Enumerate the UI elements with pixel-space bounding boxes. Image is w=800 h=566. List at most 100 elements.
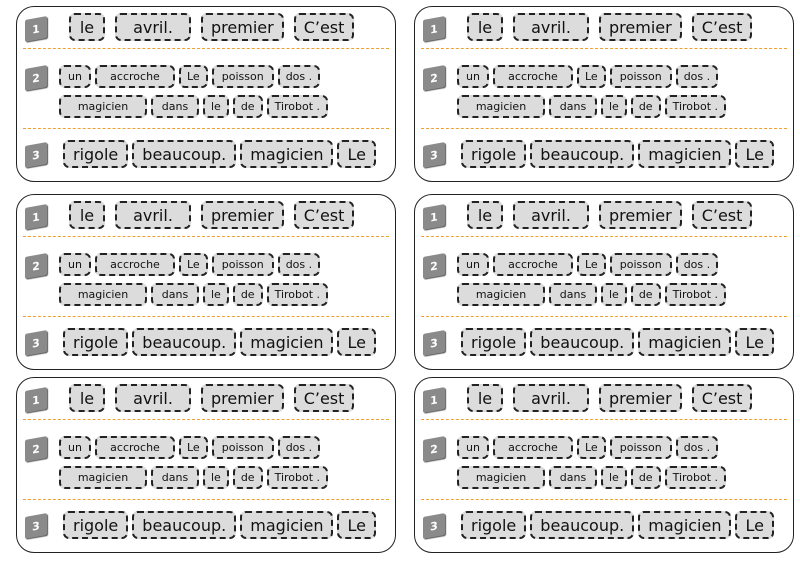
word-tile[interactable]: C’est [691, 13, 753, 41]
word-tile[interactable]: un [59, 436, 91, 459]
word-tile[interactable]: dos . [277, 65, 321, 88]
word-tile[interactable]: le [467, 201, 503, 229]
word-tile[interactable]: un [59, 253, 91, 276]
word-tile[interactable]: un [457, 253, 489, 276]
word-tile[interactable]: rigole [63, 511, 129, 539]
word-tile[interactable]: Le [577, 65, 606, 88]
word-tile[interactable]: le [203, 283, 229, 306]
word-tile[interactable]: Le [735, 511, 774, 539]
word-tile[interactable]: magicien [59, 283, 147, 306]
word-tile[interactable]: accroche [95, 253, 175, 276]
word-tile[interactable]: beaucoup. [530, 511, 635, 539]
word-tile[interactable]: C’est [691, 201, 753, 229]
word-tile[interactable]: Tirobot . [664, 95, 727, 118]
word-tile[interactable]: magicien [457, 283, 545, 306]
word-tile[interactable]: premier [599, 384, 682, 412]
word-tile[interactable]: de [630, 95, 661, 118]
word-tile[interactable]: de [232, 95, 263, 118]
word-tile[interactable]: Tirobot . [266, 95, 329, 118]
word-tile[interactable]: poisson [609, 65, 672, 88]
word-tile[interactable]: le [601, 283, 627, 306]
word-tile[interactable]: beaucoup. [530, 140, 635, 168]
word-tile[interactable]: Tirobot . [266, 466, 329, 489]
word-tile[interactable]: rigole [461, 511, 527, 539]
word-tile[interactable]: rigole [461, 328, 527, 356]
word-tile[interactable]: magicien [59, 95, 147, 118]
word-tile[interactable]: accroche [493, 436, 573, 459]
word-tile[interactable]: Le [179, 253, 208, 276]
word-tile[interactable]: magicien [240, 328, 334, 356]
word-tile[interactable]: le [203, 466, 229, 489]
word-tile[interactable]: Le [179, 65, 208, 88]
word-tile[interactable]: de [232, 466, 263, 489]
word-tile[interactable]: C’est [691, 384, 753, 412]
word-tile[interactable]: dans [549, 95, 597, 118]
word-tile[interactable]: le [203, 95, 229, 118]
word-tile[interactable]: avril. [513, 13, 589, 41]
word-tile[interactable]: magicien [240, 140, 334, 168]
word-tile[interactable]: poisson [211, 253, 274, 276]
word-tile[interactable]: dos . [277, 436, 321, 459]
word-tile[interactable]: accroche [95, 436, 175, 459]
word-tile[interactable]: magicien [638, 140, 732, 168]
word-tile[interactable]: beaucoup. [132, 511, 237, 539]
word-tile[interactable]: accroche [493, 253, 573, 276]
word-tile[interactable]: premier [599, 201, 682, 229]
word-tile[interactable]: magicien [457, 466, 545, 489]
word-tile[interactable]: beaucoup. [132, 140, 237, 168]
word-tile[interactable]: accroche [95, 65, 175, 88]
word-tile[interactable]: dos . [675, 436, 719, 459]
word-tile[interactable]: avril. [513, 384, 589, 412]
word-tile[interactable]: dans [151, 466, 199, 489]
word-tile[interactable]: poisson [211, 65, 274, 88]
word-tile[interactable]: poisson [211, 436, 274, 459]
word-tile[interactable]: poisson [609, 436, 672, 459]
word-tile[interactable]: dans [151, 283, 199, 306]
word-tile[interactable]: avril. [115, 201, 191, 229]
word-tile[interactable]: magicien [59, 466, 147, 489]
word-tile[interactable]: Le [179, 436, 208, 459]
word-tile[interactable]: un [457, 65, 489, 88]
word-tile[interactable]: Tirobot . [266, 283, 329, 306]
word-tile[interactable]: magicien [240, 511, 334, 539]
word-tile[interactable]: dos . [675, 65, 719, 88]
word-tile[interactable]: Tirobot . [664, 466, 727, 489]
word-tile[interactable]: C’est [293, 201, 355, 229]
word-tile[interactable]: Le [577, 436, 606, 459]
word-tile[interactable]: dans [151, 95, 199, 118]
word-tile[interactable]: dans [549, 466, 597, 489]
word-tile[interactable]: rigole [63, 140, 129, 168]
word-tile[interactable]: magicien [638, 328, 732, 356]
word-tile[interactable]: avril. [115, 13, 191, 41]
word-tile[interactable]: rigole [63, 328, 129, 356]
word-tile[interactable]: premier [201, 13, 284, 41]
word-tile[interactable]: C’est [293, 384, 355, 412]
word-tile[interactable]: de [630, 466, 661, 489]
word-tile[interactable]: poisson [609, 253, 672, 276]
word-tile[interactable]: Le [337, 511, 376, 539]
word-tile[interactable]: beaucoup. [132, 328, 237, 356]
word-tile[interactable]: dans [549, 283, 597, 306]
word-tile[interactable]: le [601, 466, 627, 489]
word-tile[interactable]: de [232, 283, 263, 306]
word-tile[interactable]: dos . [277, 253, 321, 276]
word-tile[interactable]: le [69, 384, 105, 412]
word-tile[interactable]: le [69, 13, 105, 41]
word-tile[interactable]: C’est [293, 13, 355, 41]
word-tile[interactable]: magicien [457, 95, 545, 118]
word-tile[interactable]: avril. [513, 201, 589, 229]
word-tile[interactable]: le [601, 95, 627, 118]
word-tile[interactable]: premier [201, 201, 284, 229]
word-tile[interactable]: Le [337, 328, 376, 356]
word-tile[interactable]: Tirobot . [664, 283, 727, 306]
word-tile[interactable]: Le [735, 140, 774, 168]
word-tile[interactable]: dos . [675, 253, 719, 276]
word-tile[interactable]: premier [599, 13, 682, 41]
word-tile[interactable]: avril. [115, 384, 191, 412]
word-tile[interactable]: rigole [461, 140, 527, 168]
word-tile[interactable]: un [457, 436, 489, 459]
word-tile[interactable]: Le [577, 253, 606, 276]
word-tile[interactable]: le [69, 201, 105, 229]
word-tile[interactable]: le [467, 13, 503, 41]
word-tile[interactable]: Le [735, 328, 774, 356]
